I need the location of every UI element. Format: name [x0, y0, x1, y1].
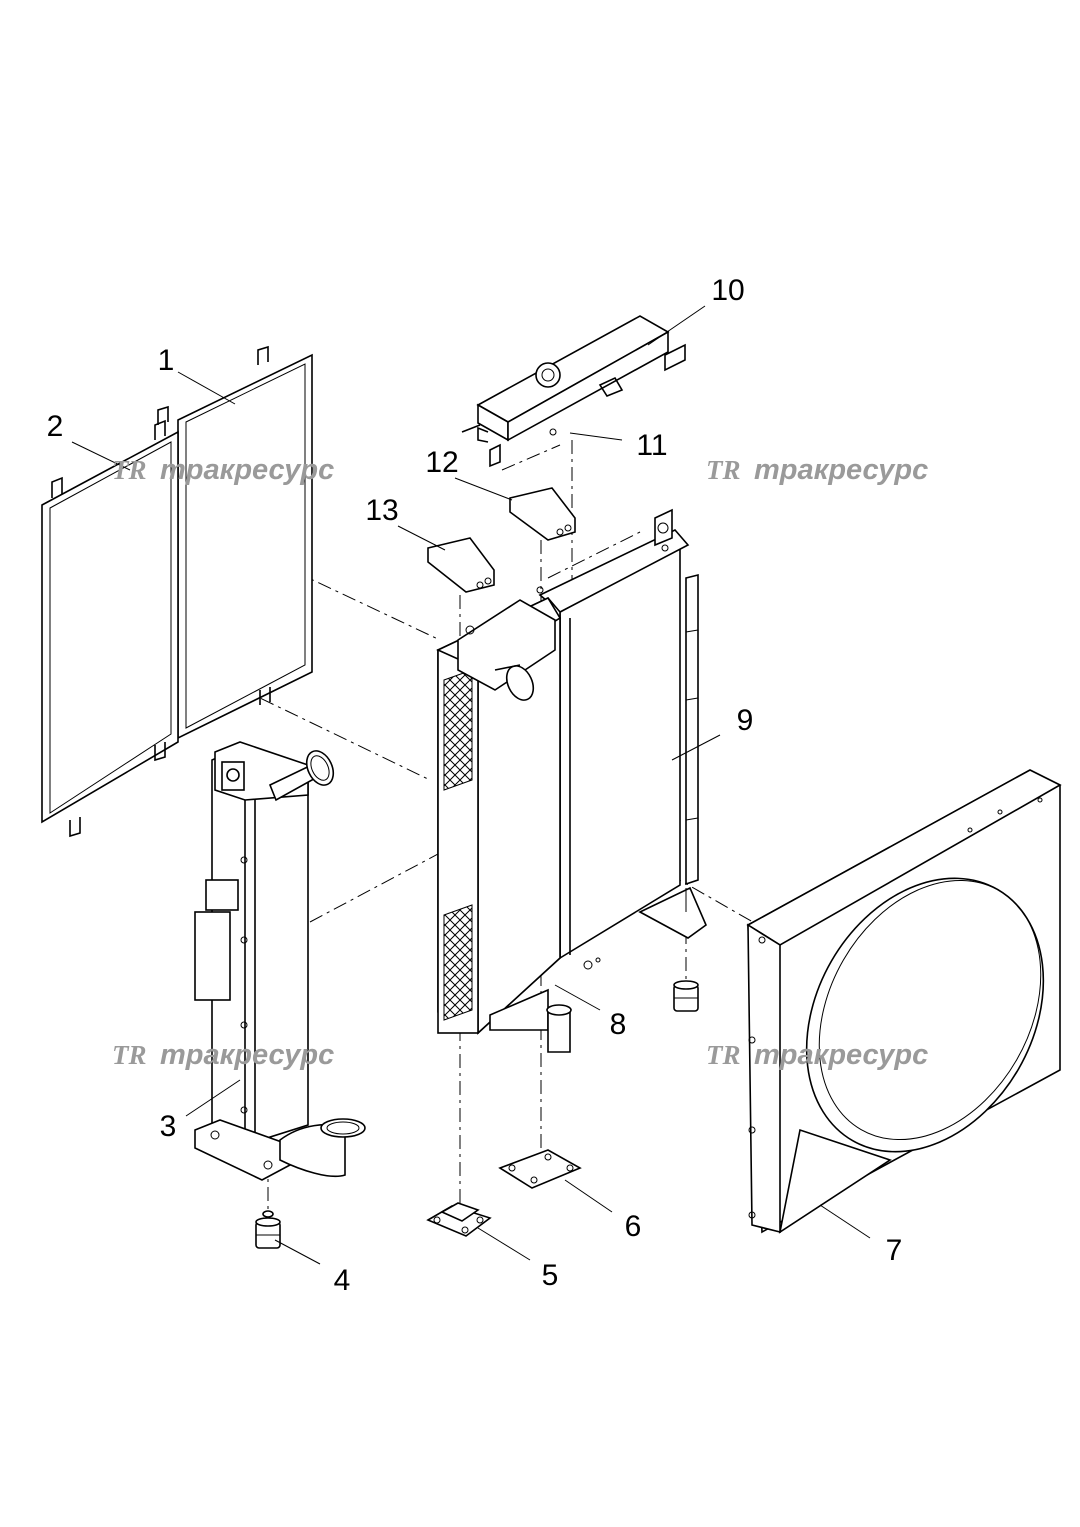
callout-7: 7: [886, 1234, 903, 1267]
part-8-core: [436, 586, 572, 1053]
callout-10: 10: [711, 274, 744, 307]
part-10-top-tank: [461, 315, 686, 468]
callout-11: 11: [636, 429, 667, 462]
watermark-logo: TR: [706, 1040, 741, 1070]
watermark-top-right: TR тракресурс: [706, 454, 928, 486]
callout-12: 12: [425, 446, 458, 479]
watermark-text: тракресурс: [754, 454, 928, 486]
watermark-text: тракресурс: [160, 1039, 334, 1071]
part-12-clamp: [509, 487, 576, 541]
watermark-logo: TR: [112, 1040, 147, 1070]
callout-4: 4: [334, 1264, 351, 1297]
callout-labels: 1 2 3 4 5 6 7 8 9 10 11 12 13: [47, 274, 903, 1297]
part-5-bracket: [426, 1202, 492, 1237]
watermark-logo: TR: [706, 455, 741, 485]
part-3-side-cooler: [194, 741, 366, 1181]
watermark-bottom-right: TR тракресурс: [706, 1039, 928, 1071]
callout-3: 3: [160, 1110, 177, 1143]
watermark-text: тракресурс: [754, 1039, 928, 1071]
part-1-screen-rear: [157, 345, 313, 740]
watermark-logo: TR: [112, 455, 147, 485]
callout-8: 8: [610, 1008, 627, 1041]
callout-6: 6: [625, 1210, 642, 1243]
callout-1: 1: [158, 344, 175, 377]
leader-lines: [71, 305, 871, 1265]
callout-13: 13: [365, 494, 398, 527]
callout-5: 5: [542, 1259, 559, 1292]
part-2-screen-front: [41, 419, 179, 838]
part-7-fan-shroud: [746, 769, 1062, 1234]
part-4-rubber-mount: [255, 1210, 281, 1249]
part-9-radiator: [538, 508, 707, 1012]
callout-2: 2: [47, 410, 64, 443]
watermark-text: тракресурс: [160, 454, 334, 486]
part-6-plate: [498, 1149, 582, 1189]
callout-9: 9: [737, 704, 754, 737]
watermark-top-left: TR тракресурс: [112, 454, 334, 486]
part-13-clamp: [427, 537, 495, 593]
watermark-bottom-left: TR тракресурс: [112, 1039, 334, 1071]
